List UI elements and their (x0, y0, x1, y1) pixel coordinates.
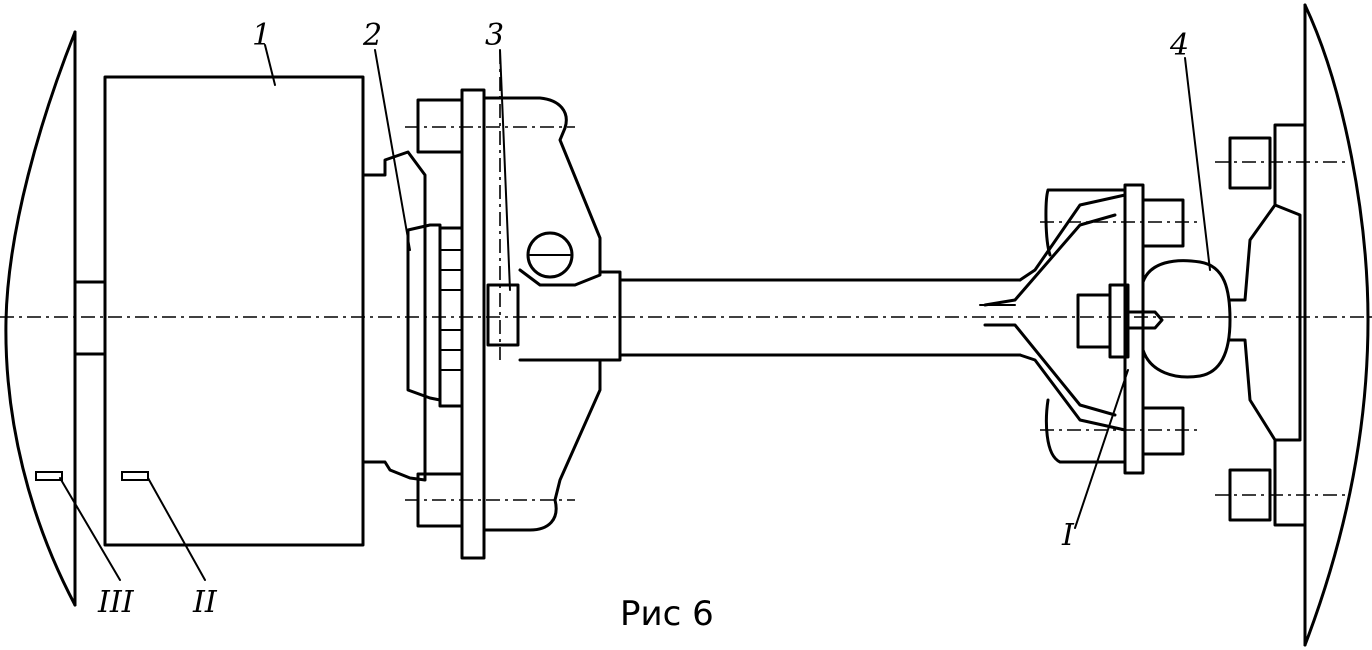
motor-housing (103, 75, 365, 547)
leader-2 (374, 49, 411, 251)
label-mark-II: II (192, 585, 218, 620)
bracket-bolt-top (1228, 136, 1272, 190)
elastic-element (1141, 259, 1232, 379)
right-wall (1303, 3, 1370, 647)
right-center-nut (1076, 293, 1112, 349)
pivot-bolt (526, 231, 574, 279)
label-part-4: 4 (1169, 28, 1189, 63)
lower-clamp-arm (482, 358, 602, 532)
marker-II-slot (121, 471, 149, 481)
label-part-2: 2 (362, 18, 382, 53)
yoke-housing (1044, 188, 1127, 464)
right-hub (1108, 283, 1130, 359)
figure-caption: Рис 6 (620, 594, 714, 634)
upper-clamp-arm (482, 96, 602, 287)
leader-4 (1184, 57, 1211, 271)
shaft-collar-left (598, 270, 622, 362)
label-part-1: 1 (252, 18, 271, 53)
right-yoke-upper (1018, 193, 1127, 282)
left-wall-boss (73, 280, 107, 356)
flange-bolt-top (416, 98, 464, 154)
drum-hatching (439, 249, 463, 371)
right-yoke-lower (1018, 353, 1127, 432)
label-mark-III: III (97, 585, 135, 620)
right-bracket-inner (1273, 203, 1302, 442)
right-bolt-top (1141, 198, 1185, 248)
marker-III-slot (35, 471, 63, 481)
leader-II (147, 477, 206, 581)
yoke-web-upper (983, 213, 1117, 307)
yoke-web-lower (983, 323, 1117, 417)
label-mark-I: I (1061, 518, 1075, 553)
key-pin (1126, 310, 1164, 330)
coupling-body (361, 150, 427, 482)
left-wall (4, 30, 77, 607)
right-bolt-bottom (1141, 406, 1185, 456)
left-flange-plate (460, 88, 486, 560)
label-part-3: 3 (485, 18, 504, 53)
leader-1 (264, 44, 276, 86)
leader-III (59, 477, 121, 581)
leader-3 (499, 49, 511, 291)
leader-I (1074, 369, 1129, 529)
hub-nut (486, 283, 520, 347)
right-bracket (1228, 123, 1307, 527)
